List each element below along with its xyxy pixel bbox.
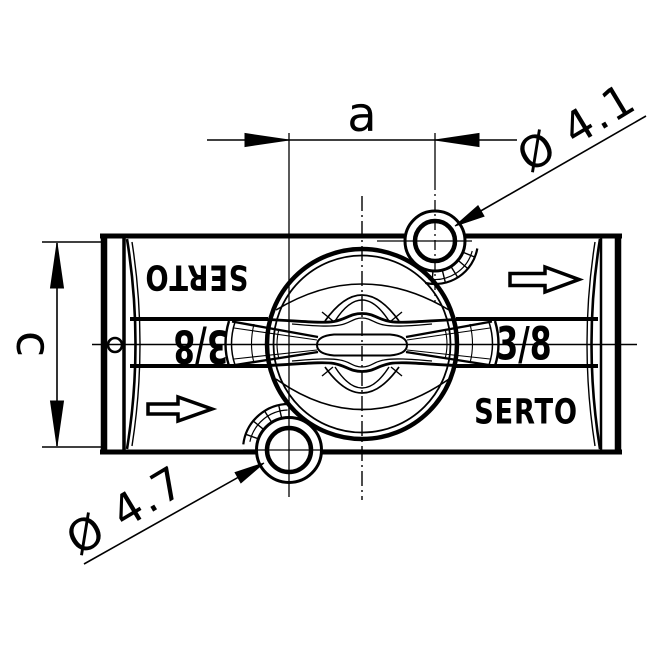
cone-left [224, 320, 319, 367]
leader-line [83, 463, 262, 565]
dimension-a-arrow-right [434, 132, 480, 148]
dimension-c-arrow-down [49, 400, 65, 447]
dome-connectors [321, 311, 403, 377]
flow-arrows [146, 264, 585, 424]
leader-dia-top-hole [454, 115, 647, 227]
flow-arrow-right [508, 264, 585, 295]
dimension-a-label: a [347, 87, 376, 143]
dimension-c-arrow-up [49, 242, 65, 289]
size-text-left: 3/8 [173, 319, 228, 371]
brand-text-top: SERTO [145, 256, 249, 296]
brand-text-bottom: SERTO [474, 392, 578, 432]
centerlines [92, 133, 637, 500]
washer-arc-outer [242, 402, 291, 445]
washer-ticks [431, 251, 476, 284]
dimension-c-label: c [5, 331, 61, 357]
leader-arrowhead [234, 462, 265, 484]
dome-top-outer [324, 294, 400, 322]
dome-bottom-inner [334, 366, 390, 389]
washer-arc-outer [425, 248, 479, 286]
size-text-right: 3/8 [496, 319, 551, 371]
leader-line [457, 115, 647, 225]
wavy-band-top [267, 312, 457, 324]
dimension-c [42, 241, 101, 448]
leader-arrowhead [454, 205, 485, 227]
wavy-band-top2 [291, 317, 433, 327]
dimension-a-arrow-left [244, 132, 290, 148]
dome-bottom-outer [324, 366, 400, 394]
washer-ticks [245, 404, 290, 440]
callout-dia-4-7-label: Ø 4.7 [58, 456, 194, 566]
cone-right [405, 320, 500, 367]
dimension-a [207, 132, 517, 148]
flow-arrow-left [146, 394, 218, 424]
leader-dia-bottom-hole [83, 462, 265, 565]
callout-dia-4-1-label: Ø 4.1 [509, 73, 645, 183]
